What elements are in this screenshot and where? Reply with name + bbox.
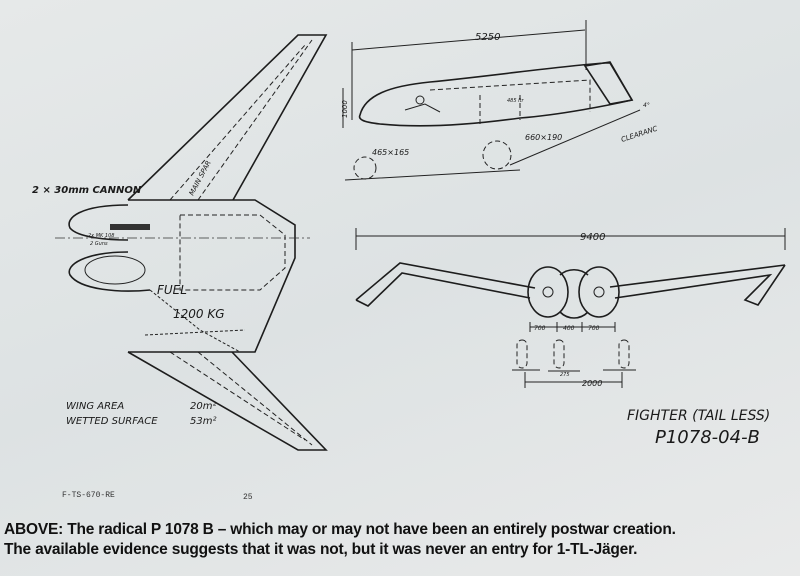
cannon-pod-lower <box>68 251 151 292</box>
dim-left: 700 <box>534 325 546 332</box>
left-wing-front <box>355 262 536 307</box>
main-spar-label: MAIN SPAR <box>188 159 213 197</box>
front-view: 9400 700 400 700 275 2000 <box>355 228 786 388</box>
wetted-surface-label: WETTED SURFACE <box>66 416 158 427</box>
main-wheel-size: 660×190 <box>525 133 562 142</box>
side-view: 5250 485 ltr 1000 465×165 660×190 CLEARA… <box>341 20 659 181</box>
right-wing-front <box>609 264 786 306</box>
clearance-label: CLEARANC <box>620 125 659 144</box>
cannon-label: 2 × 30mm CANNON <box>32 185 142 196</box>
drawing-number: P1078-04-B <box>655 427 760 448</box>
wetted-surface-value: 53m² <box>190 416 216 427</box>
page-number: 25 <box>243 493 253 502</box>
cannon-pod-upper <box>68 204 129 241</box>
caption-line-2: The available evidence suggests that it … <box>4 541 638 558</box>
caption-line-1: ABOVE: The radical P 1078 B – which may … <box>4 521 676 538</box>
drawing-title: FIGHTER (TAIL LESS) <box>627 408 770 424</box>
wing-area-label: WING AREA <box>66 401 124 412</box>
span-dimension: 9400 <box>580 232 605 243</box>
gun-label: 2x MK 108 <box>88 233 114 239</box>
reference-code: F-TS-670-RE <box>62 491 115 500</box>
fuel-label: FUEL <box>157 283 187 297</box>
lower-wing-outline <box>127 351 328 451</box>
height-dimension: 1000 <box>341 100 349 118</box>
tank-label: 485 ltr <box>507 98 524 104</box>
dim-mid: 400 <box>563 325 575 332</box>
dim-right: 700 <box>588 325 600 332</box>
track-dimension: 2000 <box>582 379 602 388</box>
cannon-barrel <box>110 224 150 230</box>
fuel-quantity: 1200 KG <box>173 307 225 321</box>
planform-view: 2 × 30mm CANNON 2x MK 108 2 Guns MAIN SP… <box>32 34 328 451</box>
gun-count-label: 2 Guns <box>90 241 108 247</box>
length-dimension: 5250 <box>475 32 500 43</box>
nose-wheel-size: 465×165 <box>372 148 409 157</box>
wheel-width-dimension: 275 <box>560 372 570 378</box>
wing-area-value: 20m² <box>190 401 216 412</box>
upper-wing-outline <box>127 34 328 201</box>
clearance-angle: 4° <box>643 102 650 109</box>
side-fuselage-outline <box>358 62 634 127</box>
fuselage-outline <box>128 199 296 353</box>
